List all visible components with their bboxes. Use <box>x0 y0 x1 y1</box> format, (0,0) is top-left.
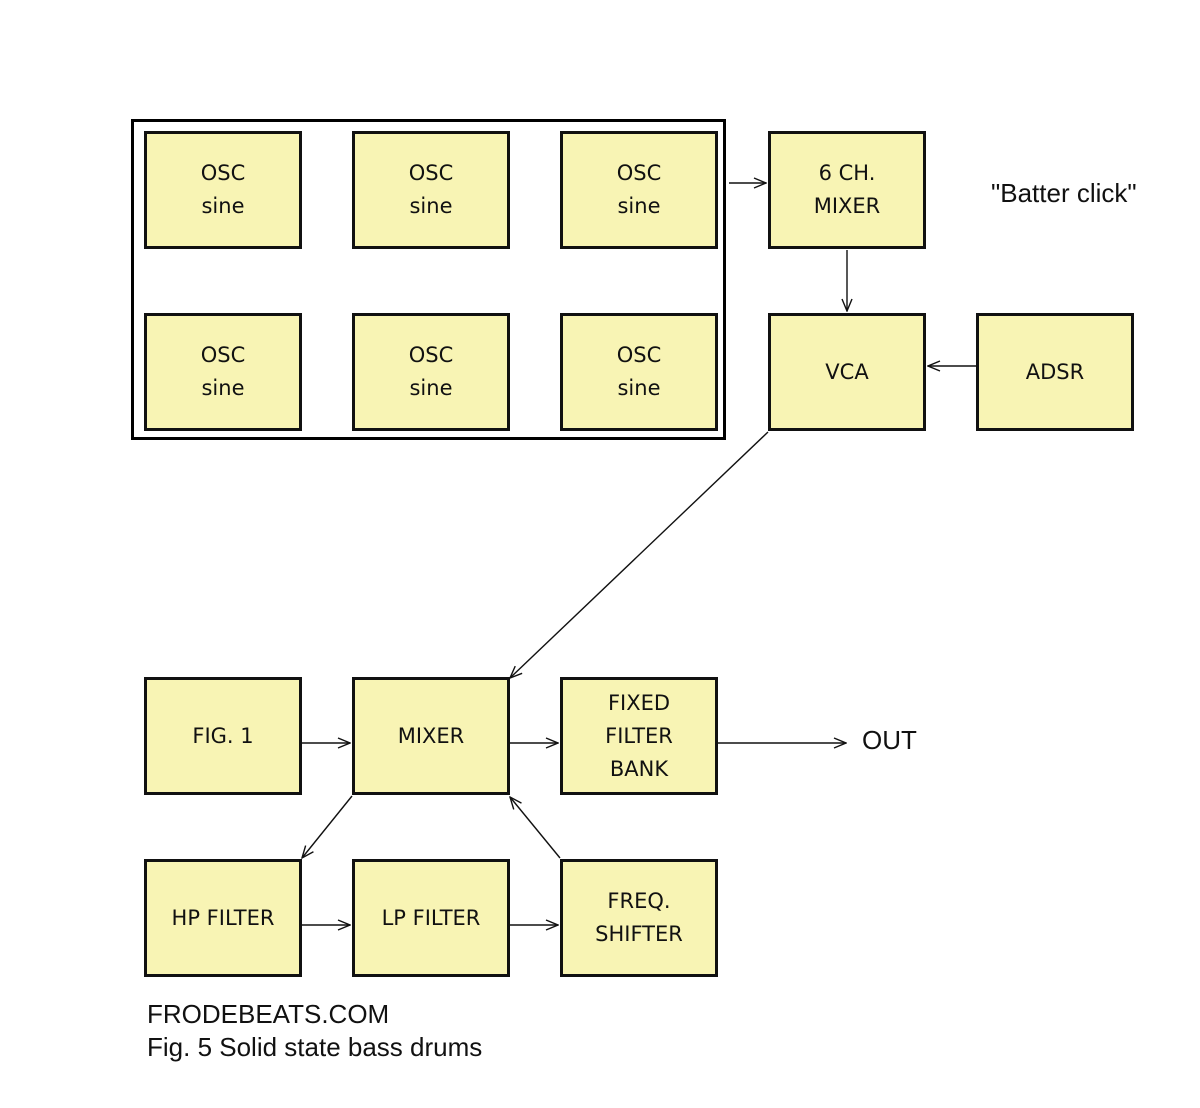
adsr-block: ADSR <box>976 313 1134 431</box>
osc-block-2: OSC sine <box>352 131 510 249</box>
osc-block-1: OSC sine <box>144 131 302 249</box>
fixed-filter-bank-block: FIXED FILTER BANK <box>560 677 718 795</box>
osc-block-4: OSC sine <box>144 313 302 431</box>
six-channel-mixer-block: 6 CH. MIXER <box>768 131 926 249</box>
osc-block-5: OSC sine <box>352 313 510 431</box>
batter-click-label: "Batter click" <box>991 178 1137 208</box>
arrow-vca-to-mixer <box>510 431 769 678</box>
fig1-block: FIG. 1 <box>144 677 302 795</box>
osc-block-3: OSC sine <box>560 131 718 249</box>
credit-site-text: FRODEBEATS.COM <box>147 999 390 1029</box>
arrow-freq-shifter-to-mixer <box>510 797 561 859</box>
arrow-mixer-to-hp-filter <box>302 795 353 858</box>
vca-block: VCA <box>768 313 926 431</box>
lp-filter-block: LP FILTER <box>352 859 510 977</box>
out-label: OUT <box>862 725 917 755</box>
freq-shifter-block: FREQ. SHIFTER <box>560 859 718 977</box>
figure-caption: Fig. 5 Solid state bass drums <box>147 1032 483 1062</box>
hp-filter-block: HP FILTER <box>144 859 302 977</box>
mixer-block: MIXER <box>352 677 510 795</box>
oscillator-bank-frame <box>131 119 726 440</box>
osc-block-6: OSC sine <box>560 313 718 431</box>
